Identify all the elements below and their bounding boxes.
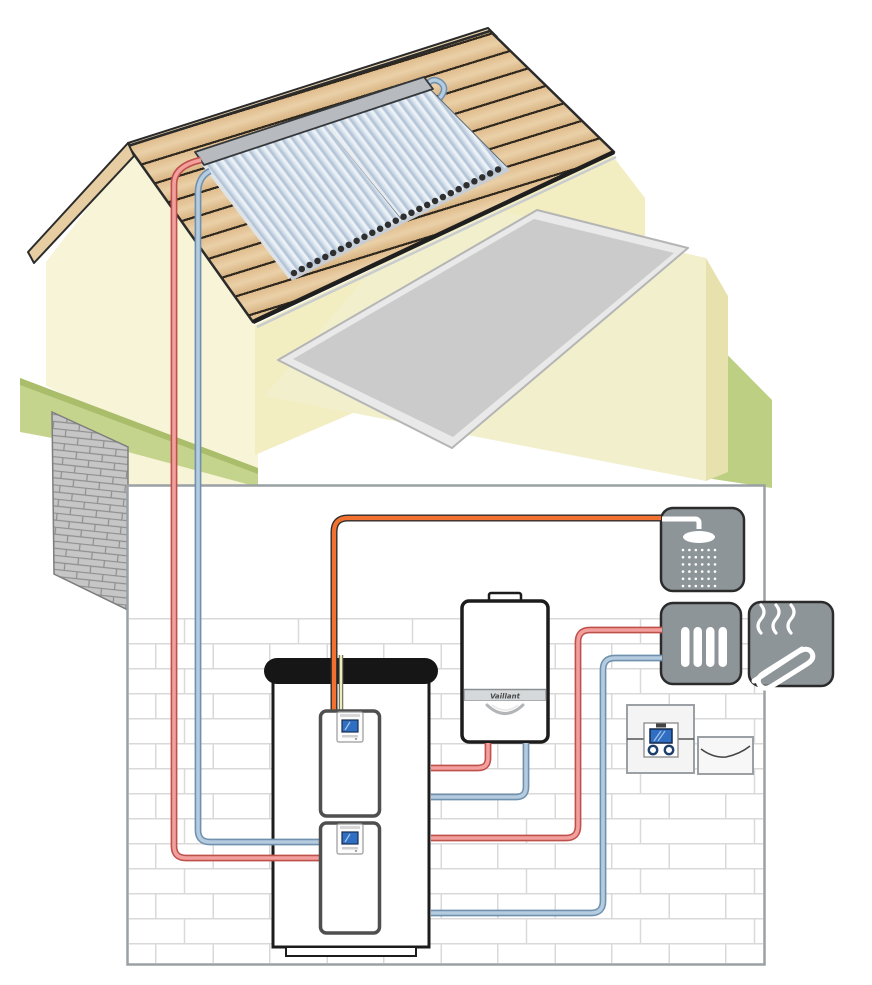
wall-hung-boiler: Vaillant <box>460 591 550 744</box>
underfloor-heating-icon <box>747 600 835 691</box>
flat-collector-absorber <box>293 219 674 437</box>
flat-plate-collector <box>277 209 689 449</box>
radiator-bar <box>718 627 727 667</box>
radiator-bar <box>706 627 715 667</box>
controller-knob-left <box>647 744 659 756</box>
collector-tube-caps <box>290 162 509 277</box>
controller-screen-glare <box>653 730 666 742</box>
sensor-box <box>697 736 754 775</box>
wall-sensor <box>697 736 754 775</box>
boiler-handle <box>485 703 525 715</box>
system-controller <box>626 704 695 774</box>
flat-roof-right-face <box>706 258 728 481</box>
roof-overhang-left <box>27 142 135 264</box>
collector-bottom-rail <box>290 167 510 281</box>
roof-eave-edge <box>252 149 615 325</box>
underfloor-steam <box>756 603 796 635</box>
vacuum-tube-collector <box>194 76 510 281</box>
controller-knob-right <box>663 744 675 756</box>
collector-left-frame <box>198 159 292 279</box>
brick-chimney <box>51 410 129 612</box>
tank-lower-exchanger <box>318 821 382 935</box>
radiator-icon <box>659 601 743 686</box>
roof-eave-shadow <box>256 155 617 329</box>
radiator-bar <box>693 627 702 667</box>
collector-divider <box>321 118 405 221</box>
radiator-bar <box>681 627 690 667</box>
tank-cap <box>264 658 438 684</box>
tank-base <box>285 946 417 957</box>
shower-arm <box>662 516 702 529</box>
boiler-brand-label: Vaillant <box>490 693 521 701</box>
controller-button <box>656 723 666 728</box>
upper-exchanger-panel <box>318 709 382 818</box>
panel-brick-pattern <box>129 618 763 963</box>
underfloor-coil <box>751 646 816 691</box>
tank-upper-exchanger <box>318 709 382 818</box>
sensor-wave <box>700 745 751 758</box>
lower-exchanger-panel <box>318 821 382 935</box>
boiler-handle-highlight <box>491 704 519 711</box>
shower-head <box>683 531 715 543</box>
underfloor-icon-tile <box>747 600 835 688</box>
lower-exchanger-display <box>336 823 364 855</box>
boiler-body <box>460 599 550 744</box>
shower-icon <box>659 506 746 593</box>
upper-exchanger-display <box>336 711 364 743</box>
